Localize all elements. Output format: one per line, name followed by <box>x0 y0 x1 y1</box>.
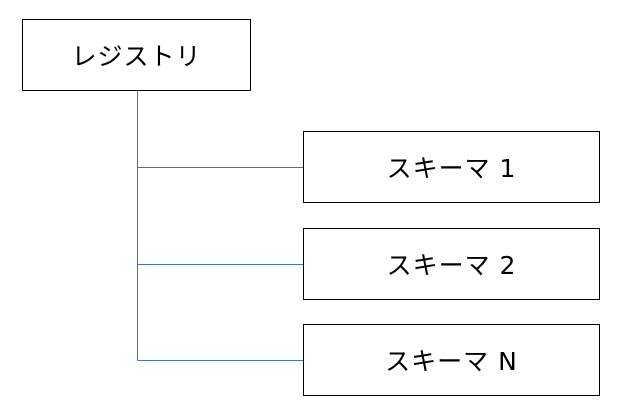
registry-node: レジストリ <box>22 19 251 91</box>
schema-node-2: スキーマ 2 <box>303 228 600 300</box>
schema-node-label: スキーマ 1 <box>386 154 517 183</box>
schema-node-1: スキーマ 1 <box>303 131 600 203</box>
schema-node-label: スキーマ 2 <box>386 251 517 280</box>
registry-node-label: レジストリ <box>71 42 202 71</box>
schema-node-label: スキーマ N <box>385 347 518 376</box>
schema-node-n: スキーマ N <box>303 324 600 396</box>
